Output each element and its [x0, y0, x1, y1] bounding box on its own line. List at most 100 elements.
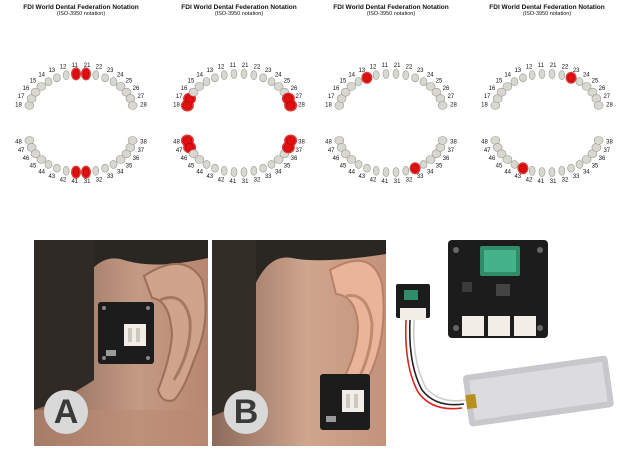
tooth-number-18: 18	[325, 102, 332, 108]
tooth-number-22: 22	[254, 65, 261, 71]
chart-title: FDI World Dental Federation Notation	[23, 4, 139, 11]
tooth-22	[92, 70, 100, 81]
tooth-35	[273, 155, 284, 164]
tooth-28	[127, 101, 138, 110]
tooth-number-38: 38	[298, 140, 305, 146]
tooth-11	[72, 69, 80, 79]
tooth-16	[30, 87, 41, 97]
tooth-44	[510, 160, 519, 169]
tooth-number-45: 45	[340, 163, 347, 169]
tooth-43	[363, 163, 371, 173]
tooth-number-44: 44	[348, 169, 355, 175]
tooth-number-27: 27	[447, 94, 454, 100]
photo-b-device-below-ear: B	[212, 240, 386, 446]
photo-a-device-behind-ear: A	[34, 240, 208, 446]
tooth-number-37: 37	[447, 148, 454, 154]
tooth-number-35: 35	[126, 163, 133, 169]
tooth-number-44: 44	[504, 169, 511, 175]
tooth-number-17: 17	[328, 94, 335, 100]
tooth-31	[548, 167, 556, 177]
tooth-13	[211, 73, 219, 83]
tooth-12	[372, 70, 380, 81]
dental-chart-3: FDI World Dental Federation Notation (IS…	[316, 4, 466, 214]
tooth-number-14: 14	[504, 73, 511, 79]
tooth-number-45: 45	[188, 163, 195, 169]
tooth-number-15: 15	[496, 79, 503, 85]
tooth-number-14: 14	[196, 73, 203, 79]
tooth-16	[340, 87, 351, 97]
tooth-47	[336, 143, 347, 152]
tooth-number-12: 12	[526, 65, 533, 71]
tooth-number-43: 43	[48, 174, 55, 180]
tooth-34	[109, 160, 118, 169]
tooth-number-41: 41	[538, 179, 545, 185]
tooth-47	[492, 143, 503, 152]
tooth-42	[220, 166, 228, 176]
tooth-number-44: 44	[38, 169, 45, 175]
tooth-number-15: 15	[30, 79, 37, 85]
tooth-number-43: 43	[206, 174, 213, 180]
tooth-number-36: 36	[133, 156, 140, 162]
tooth-number-36: 36	[599, 156, 606, 162]
tooth-22	[402, 70, 410, 81]
tooth-number-12: 12	[218, 65, 225, 71]
tooth-number-36: 36	[443, 156, 450, 162]
tooth-21	[240, 69, 248, 79]
tooth-43	[211, 163, 219, 173]
tooth-41	[72, 167, 80, 177]
tooth-46	[30, 149, 41, 159]
tooth-number-17: 17	[176, 94, 183, 100]
tooth-32	[402, 166, 410, 176]
tooth-number-18: 18	[481, 102, 488, 108]
chart-subtitle: (ISO-3950 notation)	[366, 11, 416, 17]
tooth-number-45: 45	[30, 163, 37, 169]
tooth-number-22: 22	[406, 65, 413, 71]
tooth-number-31: 31	[242, 179, 249, 185]
tooth-number-14: 14	[38, 73, 45, 79]
photo-label-a: A	[44, 390, 88, 434]
tooth-number-16: 16	[181, 86, 188, 92]
tooth-number-17: 17	[484, 94, 491, 100]
tooth-number-46: 46	[489, 156, 496, 162]
tooth-number-24: 24	[117, 73, 124, 79]
tooth-17	[492, 94, 503, 103]
tooth-33	[259, 163, 267, 173]
tooth-number-26: 26	[133, 86, 140, 92]
tooth-number-37: 37	[295, 148, 302, 154]
tooth-44	[354, 160, 363, 169]
tooth-number-45: 45	[496, 163, 503, 169]
tooth-number-28: 28	[450, 102, 457, 108]
chart-subtitle: (ISO-3950 notation)	[522, 11, 572, 17]
tooth-number-33: 33	[265, 174, 272, 180]
tooth-number-37: 37	[603, 148, 610, 154]
tooth-43	[53, 163, 61, 173]
tooth-number-38: 38	[450, 140, 457, 146]
tooth-number-32: 32	[96, 177, 103, 183]
tooth-number-37: 37	[137, 148, 144, 154]
tooth-14	[354, 77, 363, 86]
tooth-35	[581, 155, 592, 164]
tooth-number-35: 35	[592, 163, 599, 169]
chart-subtitle: (ISO-3950 notation)	[214, 11, 264, 17]
chart-title: FDI World Dental Federation Notation	[181, 4, 297, 11]
tooth-number-18: 18	[173, 102, 180, 108]
tooth-47	[184, 143, 195, 152]
tooth-28	[285, 101, 296, 110]
tooth-17	[26, 94, 37, 103]
tooth-number-28: 28	[606, 102, 613, 108]
tooth-33	[411, 163, 419, 173]
tooth-number-27: 27	[295, 94, 302, 100]
tooth-number-13: 13	[206, 68, 213, 74]
tooth-32	[250, 166, 258, 176]
tooth-25	[273, 82, 284, 91]
chart-title: FDI World Dental Federation Notation	[333, 4, 449, 11]
tooth-17	[336, 94, 347, 103]
tooth-41	[230, 167, 238, 177]
tooth-35	[425, 155, 436, 164]
tooth-number-22: 22	[562, 65, 569, 71]
tooth-26	[587, 87, 598, 97]
